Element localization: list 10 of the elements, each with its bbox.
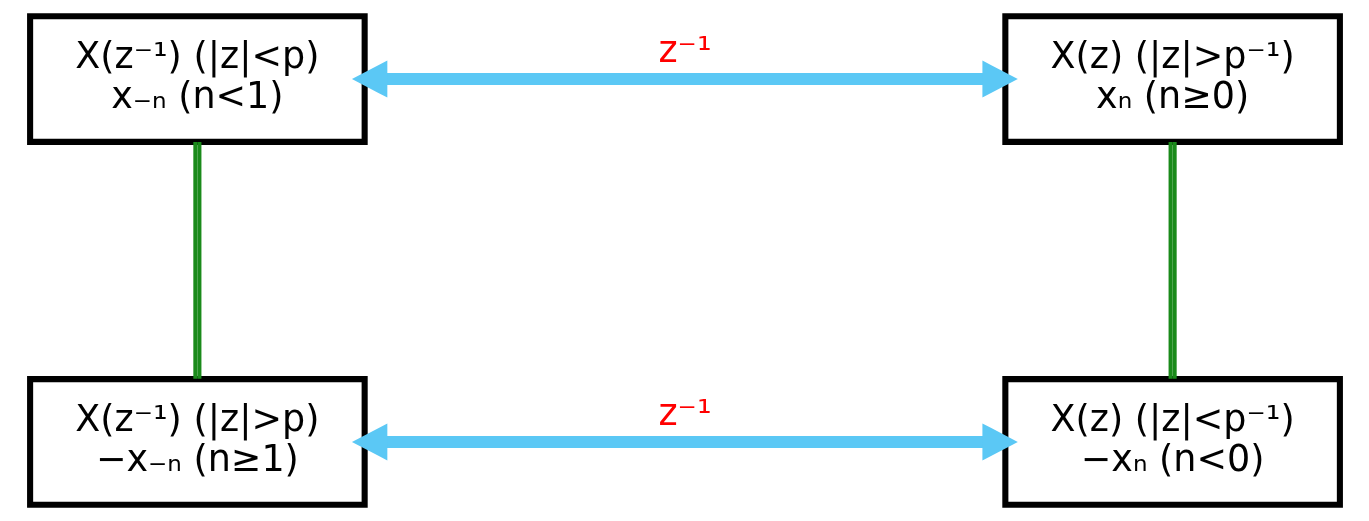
node-box: X(z⁻¹) (|z|>p) −x₋ₙ (n≥1) [26, 376, 368, 508]
node-box: X(z) (|z|<p⁻¹) −xₙ (n<0) [1001, 376, 1343, 508]
node-box: X(z⁻¹) (|z|<p) x₋ₙ (n<1) [26, 13, 368, 145]
connector [192, 141, 201, 379]
arrow [351, 60, 1018, 98]
edge-label: z⁻¹ [657, 390, 712, 434]
arrow [351, 423, 1018, 461]
edge-label: z⁻¹ [657, 27, 712, 71]
node-box: X(z) (|z|>p⁻¹) xₙ (n≥0) [1001, 13, 1343, 145]
connector [1168, 141, 1177, 379]
